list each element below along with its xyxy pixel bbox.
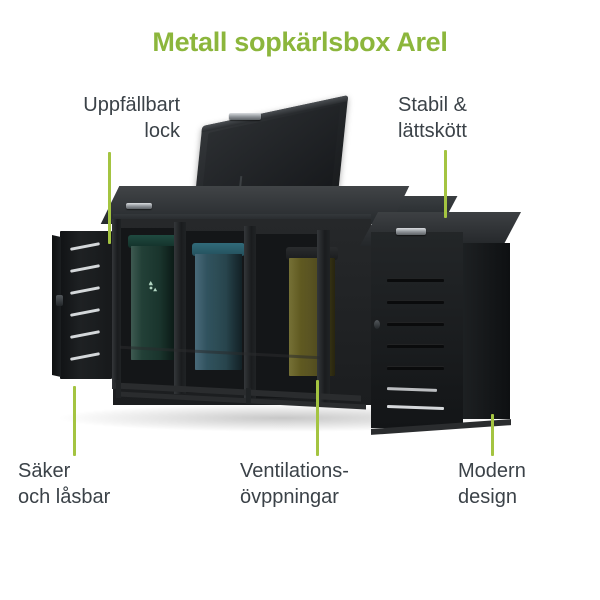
page-title: Metall sopkärlsbox Arel (152, 27, 448, 57)
door-lock-left-icon[interactable] (56, 295, 63, 306)
callout-label-modern-design: Modern design (458, 460, 526, 508)
open-lid-handle[interactable] (229, 113, 261, 120)
callout-label-saker-och-lasbar: Säker och låsbar (18, 460, 111, 508)
vent-slot-right-3 (387, 322, 444, 326)
bin-teal-shade (226, 254, 242, 370)
bin-teal[interactable] (192, 243, 245, 370)
bin-green-highlight (131, 246, 143, 360)
vent-slot-left-4 (69, 308, 101, 317)
callout-line-bottom-left (73, 386, 76, 456)
vent-slot-right-4 (387, 344, 444, 348)
bin-green-body (131, 246, 175, 360)
callout-label-ventilationsoppningar: Ventilations- övppningar (240, 460, 349, 508)
recycle-symbol-icon (148, 281, 158, 292)
callout-label-uppfallbart-lock: Uppfällbart lock (83, 94, 180, 142)
vent-slot-left-5 (69, 330, 101, 339)
vent-slot-right-5 (387, 366, 444, 370)
divider-post-2 (244, 226, 256, 400)
vent-slot-right-2 (387, 300, 444, 304)
lid-handle-left[interactable] (126, 203, 152, 209)
callout-line-bottom-right (491, 414, 494, 456)
callout-label-stabil-lattskott: Stabil & lättskött (398, 94, 467, 142)
divider-post-3 (317, 230, 330, 406)
bin-green[interactable] (128, 235, 178, 360)
bin-green-shade (160, 246, 175, 360)
vent-slot-left-6 (69, 352, 101, 361)
leg-left (116, 380, 121, 398)
door-lock-right-icon[interactable] (374, 320, 380, 329)
open-door-left[interactable] (52, 231, 112, 379)
vent-slot-left-2 (69, 264, 101, 273)
vent-slot-right-1 (387, 278, 444, 282)
vent-slot-left-1 (69, 242, 101, 251)
divider-post-1 (174, 222, 186, 394)
open-door-left-edge (52, 235, 61, 377)
leg-mid (246, 388, 251, 404)
bin-olive-highlight (289, 258, 301, 376)
right-cabinet-handle[interactable] (396, 228, 426, 235)
vent-slot-left-3 (69, 286, 101, 295)
callout-line-bottom-center (316, 380, 319, 456)
bin-teal-lid (192, 243, 245, 256)
callout-line-top-left (108, 152, 111, 244)
right-cabinet-side (463, 243, 510, 419)
callout-line-top-right (444, 150, 447, 218)
bin-teal-highlight (195, 254, 208, 370)
bin-green-lid (128, 235, 178, 248)
right-cabinet-door[interactable] (371, 232, 463, 428)
frame-post-left (112, 219, 121, 389)
